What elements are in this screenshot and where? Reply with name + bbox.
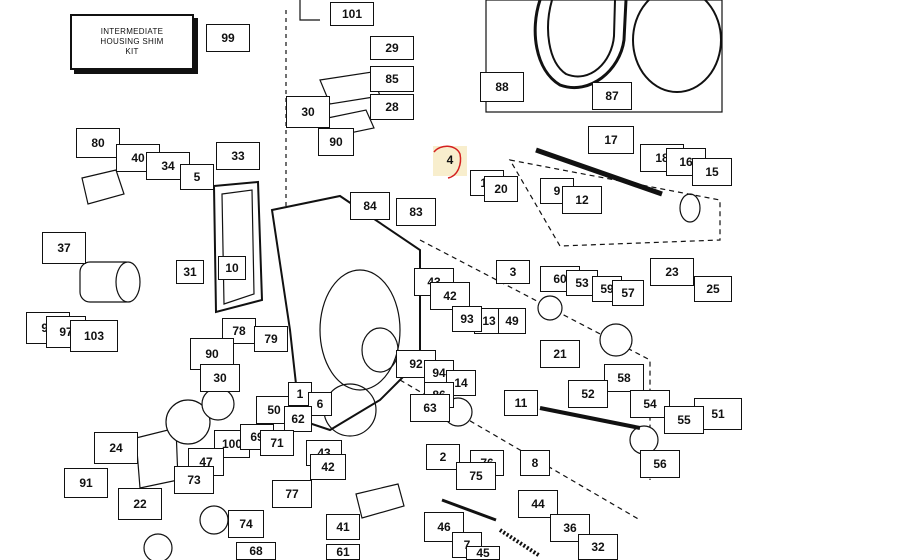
part-callout: 91 — [64, 468, 108, 498]
part-callout: 28 — [370, 94, 414, 120]
part-callout: 22 — [118, 488, 162, 520]
part-callout: 15 — [692, 158, 732, 186]
part-callout: 29 — [370, 36, 414, 60]
part-callout: 6 — [308, 392, 332, 416]
part-callout: 8 — [520, 450, 550, 476]
highlighted-part-marker — [433, 146, 467, 176]
part-callout: 71 — [260, 430, 294, 456]
part-callout: 75 — [456, 462, 496, 490]
part-callout: 93 — [452, 306, 482, 332]
part-callout: 103 — [70, 320, 118, 352]
part-callout: 11 — [504, 390, 538, 416]
part-callout: 90 — [318, 128, 354, 156]
part-callout: 5 — [180, 164, 214, 190]
part-callout: 63 — [410, 394, 450, 422]
part-callout: 62 — [284, 406, 312, 432]
part-callout: 23 — [650, 258, 694, 286]
red-circle-mark — [433, 145, 462, 179]
part-callout: 99 — [206, 24, 250, 52]
part-callout: 54 — [630, 390, 670, 418]
part-callout: 68 — [236, 542, 276, 560]
part-callout: 33 — [216, 142, 260, 170]
part-callout: 83 — [396, 198, 436, 226]
part-callout: 61 — [326, 544, 360, 560]
part-callout: 32 — [578, 534, 618, 560]
part-callout: 55 — [664, 406, 704, 434]
part-callout: 31 — [176, 260, 204, 284]
part-callout: 87 — [592, 82, 632, 110]
part-callout: 30 — [200, 364, 240, 392]
part-callout: 25 — [694, 276, 732, 302]
part-callout: 85 — [370, 66, 414, 92]
part-callout: 10 — [218, 256, 246, 280]
kit-label: INTERMEDIATE HOUSING SHIM KIT — [100, 27, 164, 56]
part-callout: 84 — [350, 192, 390, 220]
part-callout: 79 — [254, 326, 288, 352]
part-callout: 12 — [562, 186, 602, 214]
part-callout: 88 — [480, 72, 524, 102]
part-callout: 74 — [228, 510, 264, 538]
part-callout: 3 — [496, 260, 530, 284]
part-callout: 78 — [222, 318, 256, 344]
part-callout: 21 — [540, 340, 580, 368]
part-callout: 42 — [310, 454, 346, 480]
part-callout: 80 — [76, 128, 120, 158]
part-callout: 20 — [484, 176, 518, 202]
highlighted-part-number: 4 — [446, 153, 454, 167]
part-callout: 42 — [430, 282, 470, 310]
part-callout: 45 — [466, 546, 500, 560]
part-callout: 24 — [94, 432, 138, 464]
part-callout: 2 — [426, 444, 460, 470]
part-callout: 56 — [640, 450, 680, 478]
part-callout: 58 — [604, 364, 644, 392]
part-callout: 52 — [568, 380, 608, 408]
part-callout: 41 — [326, 514, 360, 540]
part-callout: 30 — [286, 96, 330, 128]
part-callout: 17 — [588, 126, 634, 154]
part-callout: 44 — [518, 490, 558, 518]
part-callout: 101 — [330, 2, 374, 26]
part-callout: 49 — [498, 308, 526, 334]
part-callout: 57 — [612, 280, 644, 306]
part-callout: 77 — [272, 480, 312, 508]
part-callout: 73 — [174, 466, 214, 494]
part-callout: 37 — [42, 232, 86, 264]
housing-shim-kit-box: INTERMEDIATE HOUSING SHIM KIT — [70, 14, 194, 70]
